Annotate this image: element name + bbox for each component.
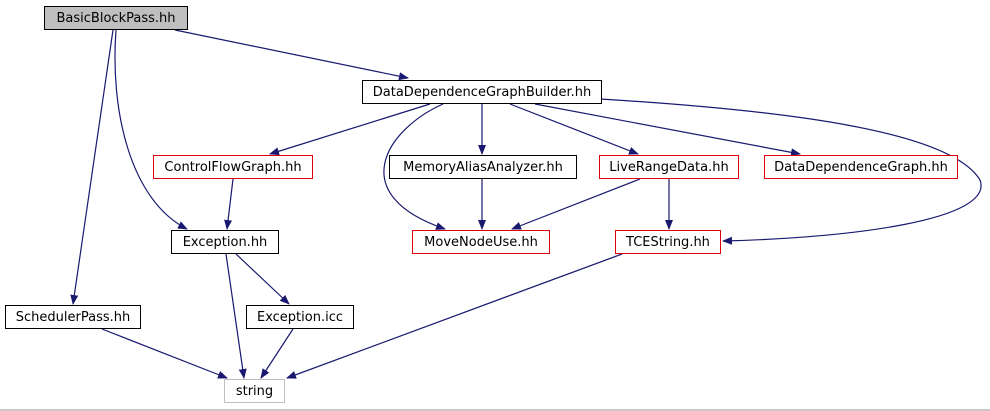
node-schedulerpass[interactable]: SchedulerPass.hh xyxy=(5,305,141,329)
edge-exception-to-exceptionicc xyxy=(235,253,290,305)
edge-controlflowgraph-to-exception xyxy=(224,178,234,230)
node-exception[interactable]: Exception.hh xyxy=(171,230,279,254)
edge-basicblockpass-to-ddgbuilder xyxy=(174,29,409,81)
edge-exceptionicc-to-string xyxy=(260,328,294,379)
edge-basicblockpass-to-schedulerpass xyxy=(70,29,114,305)
node-movenodeuse[interactable]: MoveNodeUse.hh xyxy=(412,230,550,254)
node-tcestring[interactable]: TCEString.hh xyxy=(615,230,721,254)
edge-schedulerpass-to-string xyxy=(101,328,228,379)
node-memoryaliasanalyzer[interactable]: MemoryAliasAnalyzer.hh xyxy=(389,155,577,179)
edge-ddgbuilder-to-ddg xyxy=(534,103,801,157)
edge-ddgbuilder-to-tcestring xyxy=(599,98,982,245)
node-exceptionicc[interactable]: Exception.icc xyxy=(246,305,354,329)
edge-ddgbuilder-to-controlflowgraph xyxy=(269,103,431,156)
edge-liverangedata-to-movenodeuse xyxy=(511,178,641,230)
node-liverangedata[interactable]: LiveRangeData.hh xyxy=(599,155,739,179)
node-ddg[interactable]: DataDependenceGraph.hh xyxy=(764,155,958,179)
node-string: string xyxy=(224,379,285,403)
edge-tcestring-to-string xyxy=(286,253,623,379)
edge-ddgbuilder-to-liverangedata xyxy=(509,103,639,155)
edge-exception-to-string xyxy=(225,253,247,379)
node-ddgbuilder[interactable]: DataDependenceGraphBuilder.hh xyxy=(362,80,602,104)
edge-basicblockpass-to-exception xyxy=(114,29,188,230)
node-basicblockpass[interactable]: BasicBlockPass.hh xyxy=(44,6,188,30)
node-controlflowgraph[interactable]: ControlFlowGraph.hh xyxy=(153,155,313,179)
edge-ddgbuilder-to-movenodeuse xyxy=(383,103,446,230)
bottom-divider xyxy=(0,409,990,411)
